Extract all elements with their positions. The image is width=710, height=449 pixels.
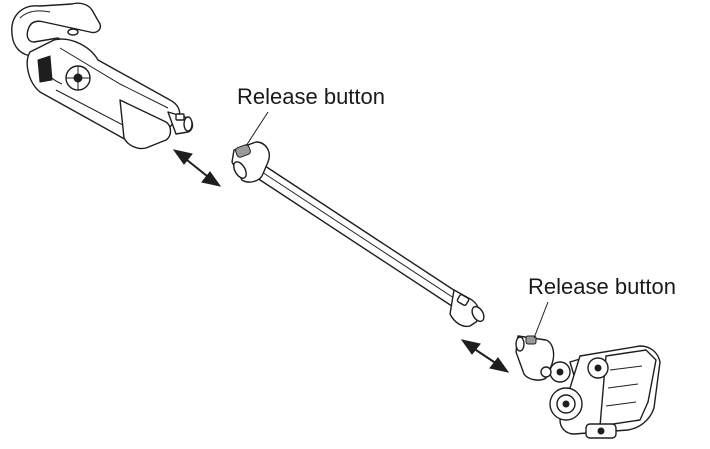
release-button-pipe[interactable] bbox=[235, 144, 252, 158]
double-arrow-top bbox=[172, 149, 222, 187]
motor-wheel bbox=[65, 65, 91, 91]
leader-line-top bbox=[245, 111, 269, 147]
double-arrow-bottom bbox=[460, 339, 510, 373]
handheld-unit bbox=[11, 2, 194, 150]
floor-head bbox=[515, 335, 661, 439]
head-wheel-right bbox=[587, 357, 609, 379]
leader-line-bottom bbox=[533, 301, 549, 339]
head-wheel-left bbox=[549, 387, 583, 421]
release-button-head[interactable] bbox=[525, 335, 537, 345]
extension-pipe bbox=[231, 141, 485, 328]
release-button-label-bottom: Release button bbox=[528, 274, 676, 299]
release-button-label-top: Release button bbox=[237, 84, 385, 109]
motor-vents bbox=[37, 55, 53, 83]
